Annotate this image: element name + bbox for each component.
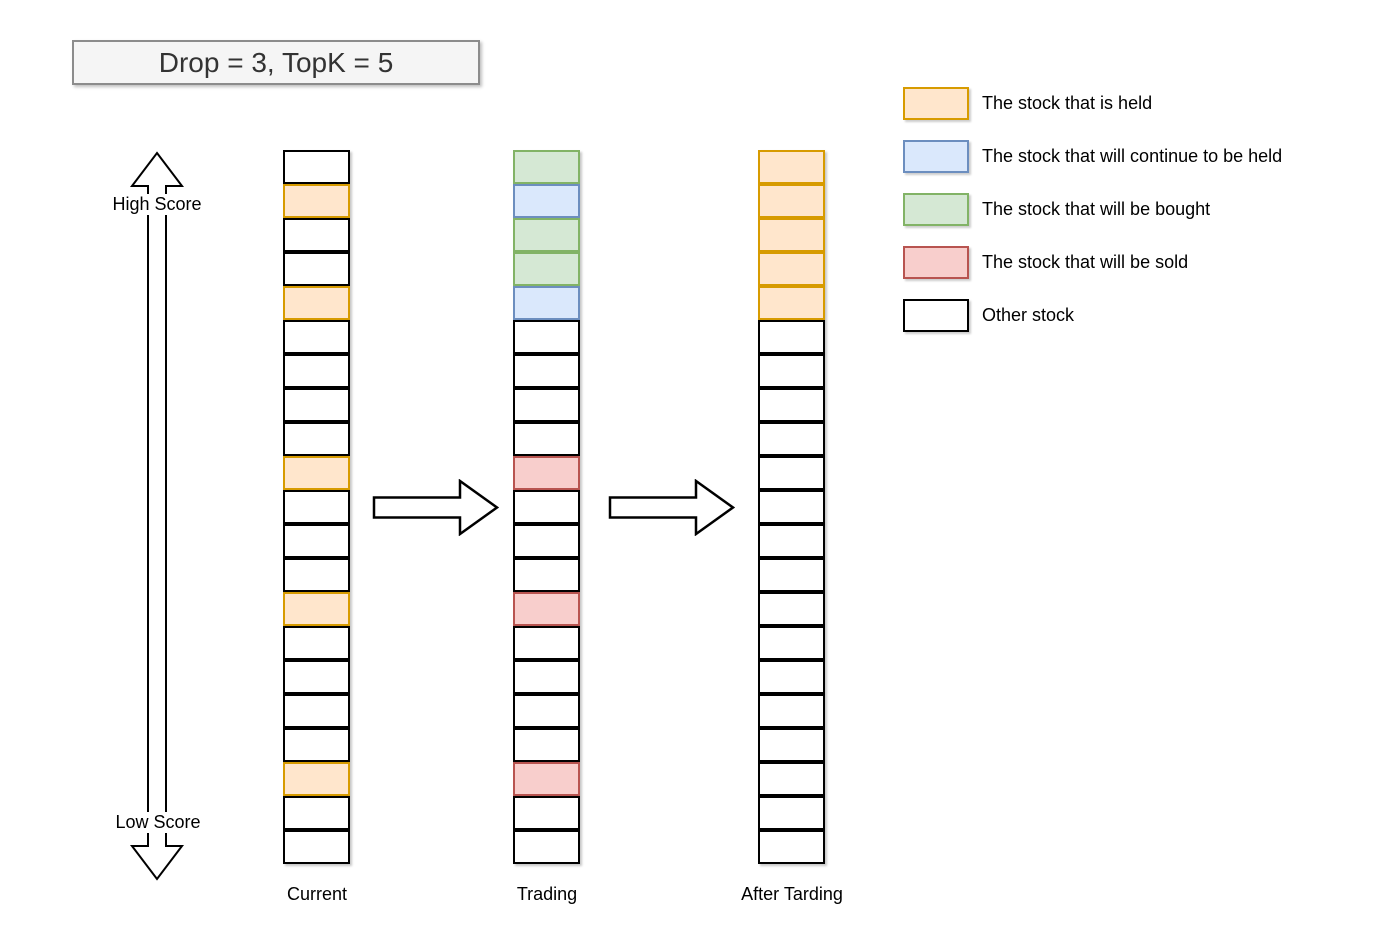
column-label-trading: Trading [516, 884, 578, 904]
legend-item-held: The stock that is held [903, 87, 1282, 120]
stock-cell-other [513, 694, 580, 728]
legend-item-buy: The stock that will be bought [903, 193, 1282, 226]
arrow-current-to-trading-icon [372, 479, 499, 536]
stock-cell-other [283, 796, 350, 830]
stock-cell-other [758, 626, 825, 660]
stock-cell-other [758, 320, 825, 354]
stock-cell-held [283, 456, 350, 490]
stock-cell-continue [513, 184, 580, 218]
stock-cell-other [513, 320, 580, 354]
legend-label: The stock that will continue to be held [982, 146, 1283, 166]
low-score-label: Low Score [112, 812, 204, 833]
stock-cell-other [513, 728, 580, 762]
stock-cell-other [758, 524, 825, 558]
stock-cell-held [283, 592, 350, 626]
title-box: Drop = 3, TopK = 5 [72, 40, 480, 85]
stock-cell-other [513, 490, 580, 524]
legend-item-other: Other stock [903, 299, 1282, 332]
stock-cell-sell [513, 456, 580, 490]
stock-cell-other [758, 422, 825, 456]
stock-cell-other [283, 830, 350, 864]
stock-cell-held [758, 150, 825, 184]
stock-cell-buy [513, 252, 580, 286]
stock-cell-other [513, 626, 580, 660]
stock-cell-other [513, 388, 580, 422]
stock-cell-other [513, 524, 580, 558]
stock-cell-other [513, 558, 580, 592]
stock-cell-held [758, 184, 825, 218]
stock-cell-other [758, 796, 825, 830]
legend-swatch-continue [903, 140, 969, 173]
stock-cell-other [758, 592, 825, 626]
legend-item-sell: The stock that will be sold [903, 246, 1282, 279]
stock-cell-other [758, 490, 825, 524]
stock-cell-held [758, 286, 825, 320]
stock-cell-other [283, 354, 350, 388]
stock-cell-other [283, 694, 350, 728]
stock-cell-other [758, 830, 825, 864]
column-trading [513, 150, 580, 864]
stock-cell-other [513, 422, 580, 456]
stock-cell-other [513, 354, 580, 388]
column-current [283, 150, 350, 864]
legend-label: The stock that is held [982, 93, 1153, 113]
stock-cell-other [283, 422, 350, 456]
stock-cell-buy [513, 218, 580, 252]
legend-label: The stock that will be sold [982, 252, 1189, 272]
high-score-label: High Score [109, 194, 205, 215]
stock-cell-held [283, 286, 350, 320]
column-label-after-trading: After Tarding [741, 884, 843, 904]
legend-swatch-other [903, 299, 969, 332]
stock-cell-other [758, 728, 825, 762]
column-after-trading [758, 150, 825, 864]
legend-label: Other stock [982, 305, 1075, 325]
legend-swatch-held [903, 87, 969, 120]
stock-cell-other [283, 320, 350, 354]
stock-cell-other [283, 524, 350, 558]
stock-cell-other [283, 388, 350, 422]
stock-cell-other [283, 626, 350, 660]
legend-swatch-buy [903, 193, 969, 226]
stock-cell-held [758, 218, 825, 252]
stock-cell-other [758, 660, 825, 694]
legend-label: The stock that will be bought [982, 199, 1211, 219]
stock-cell-other [513, 660, 580, 694]
stock-cell-buy [513, 150, 580, 184]
stock-cell-other [513, 796, 580, 830]
column-label-current: Current [286, 884, 348, 904]
stock-cell-other [283, 252, 350, 286]
stock-cell-other [758, 694, 825, 728]
stock-cell-held [758, 252, 825, 286]
stock-cell-other [758, 354, 825, 388]
stock-cell-held [283, 184, 350, 218]
legend-swatch-sell [903, 246, 969, 279]
stock-cell-other [758, 388, 825, 422]
stock-cell-other [283, 558, 350, 592]
arrow-trading-to-after-icon [608, 479, 735, 536]
stock-cell-sell [513, 762, 580, 796]
stock-cell-held [283, 762, 350, 796]
stock-cell-other [283, 218, 350, 252]
legend-item-continue: The stock that will continue to be held [903, 140, 1282, 173]
stock-cell-sell [513, 592, 580, 626]
stock-cell-other [513, 830, 580, 864]
stock-cell-other [283, 728, 350, 762]
stock-cell-other [758, 762, 825, 796]
stock-cell-other [283, 660, 350, 694]
stock-cell-continue [513, 286, 580, 320]
stock-cell-other [758, 456, 825, 490]
stock-cell-other [283, 490, 350, 524]
stock-cell-other [283, 150, 350, 184]
score-axis-arrow [129, 151, 185, 881]
stock-cell-other [758, 558, 825, 592]
